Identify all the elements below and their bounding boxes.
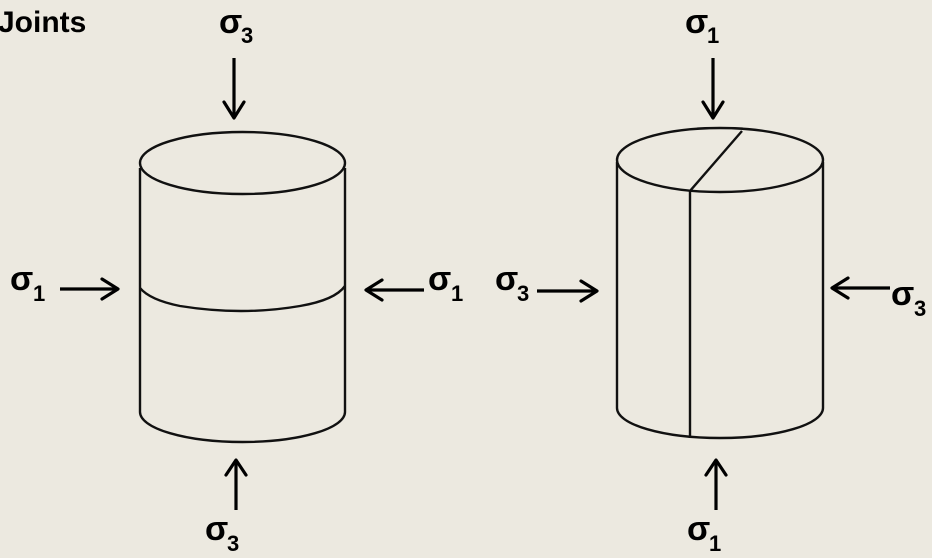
left-side-arrow-left bbox=[60, 277, 120, 301]
svg-text:3: 3 bbox=[227, 531, 239, 556]
horizontal-joint-line bbox=[139, 285, 346, 313]
label-sigma3-right-left-side: σ 3 bbox=[495, 260, 529, 306]
svg-text:σ: σ bbox=[687, 510, 710, 548]
left-cylinder bbox=[138, 130, 347, 444]
svg-text:3: 3 bbox=[241, 23, 253, 48]
svg-text:3: 3 bbox=[517, 281, 529, 306]
right-top-arrow bbox=[701, 58, 725, 120]
svg-text:1: 1 bbox=[707, 23, 719, 48]
label-sigma3-left-top: σ 3 bbox=[219, 3, 253, 48]
left-cylinder-bottom bbox=[138, 411, 347, 444]
left-bottom-arrow bbox=[224, 458, 248, 510]
label-sigma3-left-bottom: σ 3 bbox=[205, 510, 239, 556]
right-cylinder-bottom bbox=[615, 407, 825, 440]
right-side-arrow-left bbox=[537, 279, 599, 303]
left-side-arrow-right bbox=[364, 278, 424, 302]
svg-text:σ: σ bbox=[891, 275, 914, 313]
diagram-title: Joints bbox=[0, 6, 86, 39]
label-sigma3-right-right-side: σ 3 bbox=[891, 275, 926, 321]
svg-text:σ: σ bbox=[495, 260, 518, 298]
svg-text:1: 1 bbox=[451, 281, 463, 306]
label-sigma1-right-side: σ 1 bbox=[428, 260, 463, 306]
label-sigma1-right-bottom: σ 1 bbox=[687, 510, 721, 556]
svg-text:3: 3 bbox=[914, 296, 926, 321]
right-bottom-arrow bbox=[704, 458, 728, 510]
left-cylinder-top bbox=[138, 130, 347, 196]
svg-text:σ: σ bbox=[428, 260, 451, 298]
svg-text:1: 1 bbox=[33, 281, 45, 306]
svg-text:σ: σ bbox=[205, 510, 228, 548]
left-top-arrow bbox=[222, 58, 246, 120]
svg-text:σ: σ bbox=[685, 3, 708, 41]
right-cylinder-top bbox=[615, 126, 825, 194]
svg-text:σ: σ bbox=[219, 3, 242, 41]
label-sigma1-left-side: σ 1 bbox=[10, 260, 45, 306]
right-cylinder bbox=[615, 126, 825, 440]
svg-text:σ: σ bbox=[10, 260, 33, 298]
right-side-arrow-right bbox=[830, 276, 890, 300]
label-sigma1-right-top: σ 1 bbox=[685, 3, 719, 48]
svg-text:1: 1 bbox=[709, 531, 721, 556]
vertical-joint-line bbox=[688, 130, 743, 438]
